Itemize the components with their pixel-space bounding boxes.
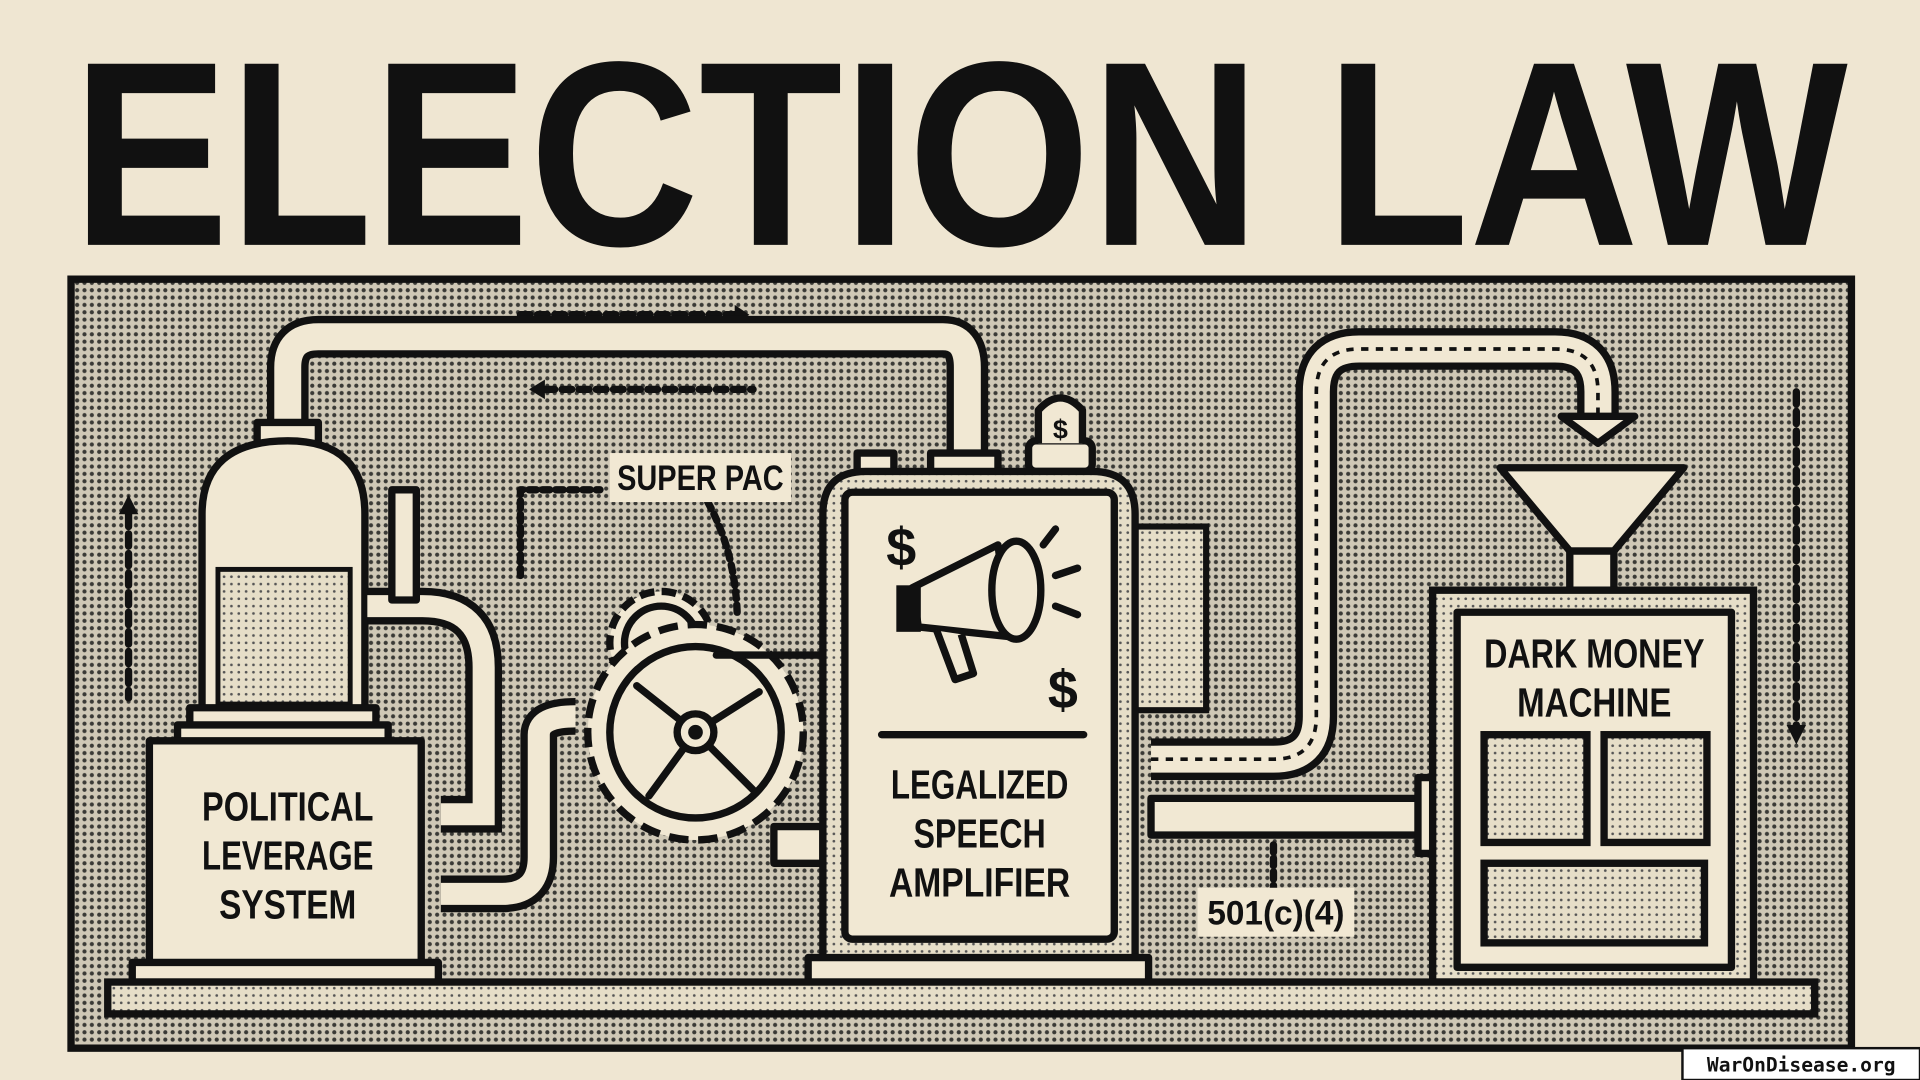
political-leverage-label-2: LEVERAGE bbox=[202, 832, 373, 878]
beacon-dollar-icon: $ bbox=[1053, 414, 1068, 444]
super-pac-label: SUPER PAC bbox=[617, 458, 784, 498]
dark-money-machine bbox=[1428, 464, 1758, 986]
political-leverage-box bbox=[145, 737, 425, 968]
flow-arrows bbox=[118, 304, 1807, 898]
poster-title: ELECTION LAW bbox=[72, 7, 1850, 301]
base-rail bbox=[104, 978, 1819, 1018]
dollar-sign-icon: $ bbox=[1048, 660, 1078, 720]
dark-money-label-1: DARK MONEY bbox=[1484, 630, 1704, 676]
speech-amplifier-machine bbox=[770, 394, 1210, 986]
speech-amplifier-label-1: LEGALIZED bbox=[891, 761, 1069, 807]
political-leverage-label-3: SYSTEM bbox=[219, 881, 356, 927]
watermark-box bbox=[1681, 1046, 1920, 1080]
super-pac-tag bbox=[609, 453, 792, 503]
nonprofit-code-tag bbox=[1197, 887, 1355, 937]
speech-amplifier-label-3: AMPLIFIER bbox=[889, 859, 1070, 905]
bottom-pipe bbox=[1147, 794, 1425, 839]
super-pac-connector bbox=[516, 486, 604, 580]
megaphone-icon bbox=[896, 525, 1082, 684]
dark-money-label-2: MACHINE bbox=[1517, 679, 1671, 725]
dollar-sign-icon: $ bbox=[886, 518, 916, 578]
gear-icon bbox=[584, 587, 825, 844]
watermark-text: WarOnDisease.org bbox=[1707, 1053, 1896, 1076]
speech-amplifier-label-2: SPEECH bbox=[913, 810, 1045, 856]
nonprofit-code-label: 501(c)(4) bbox=[1207, 894, 1344, 932]
political-leverage-tank bbox=[128, 418, 577, 986]
political-leverage-label-1: POLITICAL bbox=[202, 783, 373, 829]
